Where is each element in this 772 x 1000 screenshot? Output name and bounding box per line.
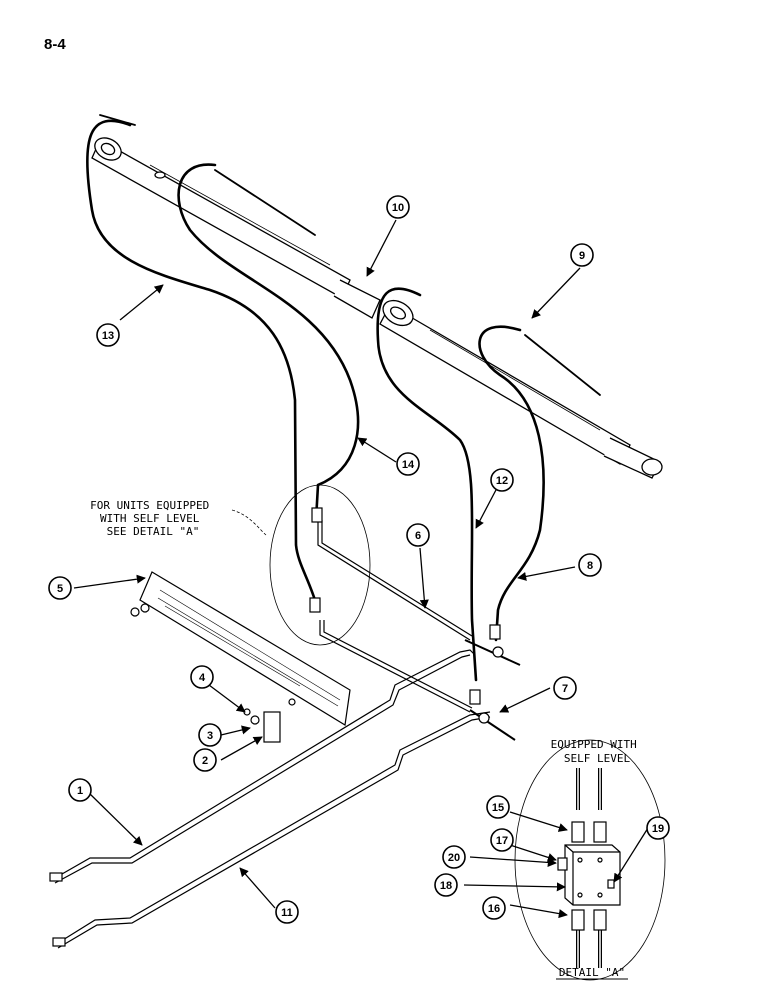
callout-circle	[486, 795, 510, 819]
callout-number: 18	[440, 880, 452, 892]
callout-6: 6	[406, 523, 430, 547]
callout-number: 14	[402, 459, 415, 471]
callout-circle	[553, 676, 577, 700]
callout-11: 11	[275, 900, 299, 924]
clamp-bracket	[243, 698, 296, 743]
callout-number: 9	[579, 250, 585, 262]
self-level-note-line-2: WITH SELF LEVEL	[100, 512, 200, 525]
callout-number: 1	[77, 785, 83, 797]
callout-circle	[578, 553, 602, 577]
callout-circle	[490, 468, 514, 492]
right-lift-cylinder	[379, 299, 663, 479]
page-number: 8-4	[44, 36, 66, 53]
callout-10: 10	[386, 195, 410, 219]
callouts	[73, 219, 649, 919]
callout-number: 17	[496, 835, 508, 847]
self-level-note: FOR UNITS EQUIPPED WITH SELF LEVEL SEE D…	[90, 499, 216, 538]
callout-number: 11	[281, 907, 293, 919]
callout-2: 2	[193, 748, 217, 772]
cover-plate	[130, 571, 351, 726]
callout-4: 4	[190, 665, 214, 689]
callout-5: 5	[48, 576, 72, 600]
callout-17: 17	[490, 828, 514, 852]
callout-number: 19	[652, 823, 664, 835]
callout-circle	[434, 873, 458, 897]
callout-circle	[275, 900, 299, 924]
callout-14: 14	[396, 452, 420, 476]
detail-a-heading-line-2: SELF LEVEL	[564, 752, 631, 765]
callout-1: 1	[68, 778, 92, 802]
callout-20: 20	[442, 845, 466, 869]
callout-circle	[193, 748, 217, 772]
callout-16: 16	[482, 896, 506, 920]
fittings	[49, 507, 504, 947]
callout-3: 3	[198, 723, 222, 747]
callout-number: 20	[448, 852, 460, 864]
callout-8: 8	[578, 553, 602, 577]
callout-number: 10	[392, 202, 404, 214]
callout-15: 15	[486, 795, 510, 819]
callout-13: 13	[96, 323, 120, 347]
callout-circle	[190, 665, 214, 689]
left-lift-cylinder	[91, 137, 381, 319]
callout-number: 3	[207, 730, 213, 742]
detail-a-reference-circle	[269, 484, 371, 646]
callout-circle	[406, 523, 430, 547]
callout-9: 9	[570, 243, 594, 267]
callout-18: 18	[434, 873, 458, 897]
detail-a-heading-line-1: EQUIPPED WITH	[551, 738, 637, 751]
callout-number: 12	[496, 475, 508, 487]
callout-circle	[482, 896, 506, 920]
callout-number: 16	[488, 903, 500, 915]
self-level-note-line-1: FOR UNITS EQUIPPED	[90, 499, 209, 512]
callout-7: 7	[553, 676, 577, 700]
self-level-note-line-3: SEE DETAIL "A"	[107, 525, 200, 538]
callout-number: 7	[562, 683, 568, 695]
callout-circle	[48, 576, 72, 600]
callout-circle	[386, 195, 410, 219]
callout-circle	[96, 323, 120, 347]
callout-19: 19	[646, 816, 670, 840]
callout-number: 8	[587, 560, 593, 572]
callout-number: 13	[102, 330, 114, 342]
callout-circle	[490, 828, 514, 852]
detail-a-heading: EQUIPPED WITH SELF LEVEL	[551, 738, 644, 765]
callout-number: 2	[202, 755, 208, 767]
callout-circle	[396, 452, 420, 476]
callout-circle	[646, 816, 670, 840]
callout-number: 6	[415, 530, 421, 542]
callout-number: 4	[199, 672, 206, 684]
callout-circle	[68, 778, 92, 802]
callout-12: 12	[490, 468, 514, 492]
detail-a: EQUIPPED WITH SELF LEVEL	[514, 738, 666, 981]
callout-circle	[442, 845, 466, 869]
callout-circle	[198, 723, 222, 747]
detail-a-label: DETAIL "A"	[559, 966, 625, 979]
callout-number: 15	[492, 802, 504, 814]
callout-number: 5	[57, 583, 63, 595]
rigid-tubes	[54, 520, 521, 949]
callout-circle	[570, 243, 594, 267]
